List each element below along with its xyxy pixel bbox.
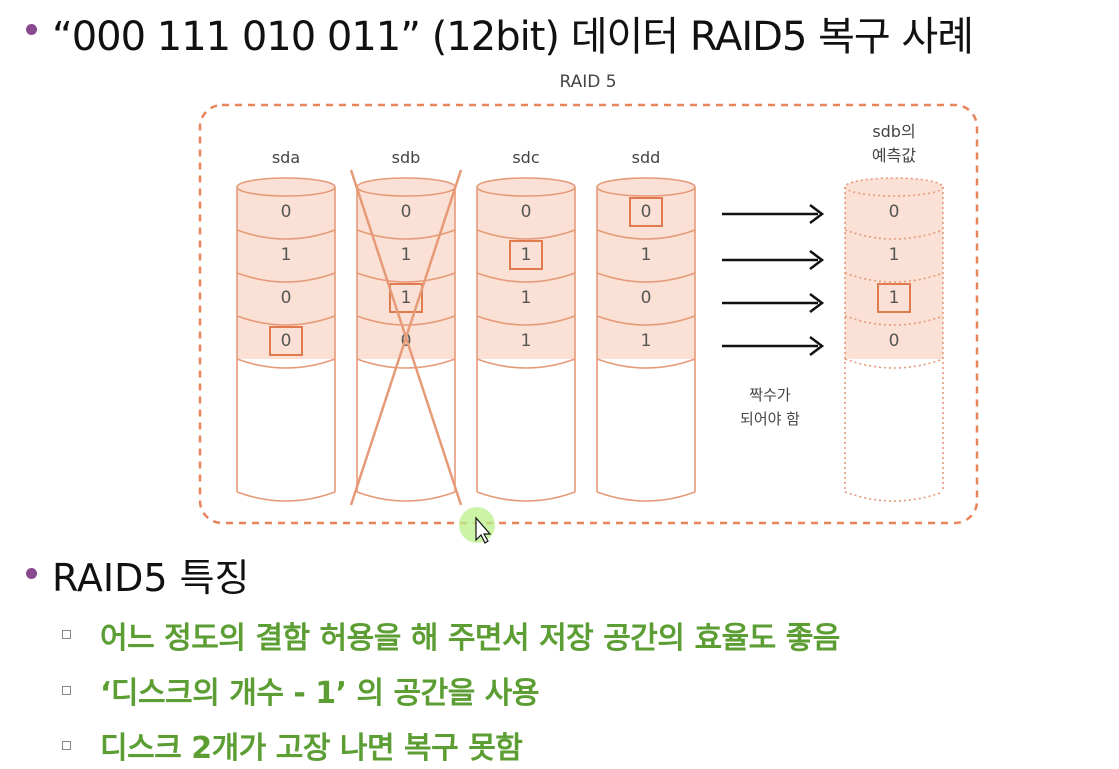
recovery-arrow-head — [809, 204, 825, 224]
title-bullet — [26, 24, 37, 35]
disk-segment-divider — [844, 272, 944, 283]
disk-segment-divider — [596, 358, 696, 369]
disk-bit: 0 — [401, 202, 412, 222]
disk-segment-divider — [476, 315, 576, 326]
features-bullet — [26, 568, 37, 579]
disk-bit: 1 — [641, 245, 652, 265]
disk-bit: 0 — [641, 202, 652, 222]
parity-note-line2: 되어야 함 — [740, 410, 800, 428]
failed-cross-line — [349, 169, 463, 506]
raid-label: RAID 5 — [559, 72, 616, 92]
disk-bit: 1 — [401, 288, 412, 308]
feature-marker-1 — [62, 630, 71, 639]
disk-segment-divider — [356, 358, 456, 369]
feature-marker-3 — [62, 741, 71, 750]
disk-segment-divider — [476, 358, 576, 369]
disk-segment-divider — [596, 272, 696, 283]
disk-data-fill — [845, 187, 943, 359]
disk-label: sdb의 — [872, 122, 915, 141]
raid-border — [198, 103, 979, 525]
disk-data-fill — [597, 187, 695, 359]
disk-label: sda — [272, 148, 300, 167]
disk-segment-divider — [844, 229, 944, 240]
disk-segment-divider — [236, 272, 336, 283]
slide-title: “000 111 010 011” (12bit) 데이터 RAID5 복구 사… — [52, 14, 974, 60]
disk-bit: 0 — [281, 331, 292, 351]
disk-segment-divider — [476, 272, 576, 283]
disk-top — [236, 177, 336, 197]
disk-bit: 1 — [641, 331, 652, 351]
disk-bit: 1 — [521, 288, 532, 308]
disk-data-fill — [477, 187, 575, 359]
disk-segment-divider — [476, 229, 576, 240]
disk-bottom — [476, 491, 576, 502]
disk-segment-divider — [356, 229, 456, 240]
disk-bit: 1 — [401, 245, 412, 265]
disk-bit: 1 — [281, 245, 292, 265]
disk-label: sdc — [512, 148, 539, 167]
disk-sdc: 0 1 1 1 sdc — [476, 148, 576, 502]
disk-top — [356, 177, 456, 197]
recovery-arrow-head — [809, 250, 825, 270]
disk-top — [844, 177, 944, 197]
disk-bit: 0 — [641, 288, 652, 308]
disk-segment-divider — [844, 358, 944, 369]
parity-box — [509, 240, 543, 270]
disk-bit: 0 — [521, 202, 532, 222]
parity-note-line1: 짝수가 — [749, 386, 791, 404]
cursor-icon — [475, 516, 492, 544]
disk-label: 예측값 — [872, 146, 916, 165]
parity-box — [629, 197, 663, 227]
disk-segment-divider — [356, 315, 456, 326]
disk-data-fill — [357, 187, 455, 359]
disk-sda: 0 1 0 0 sda — [236, 148, 336, 502]
disk-sdd: 0 1 0 1 sdd — [596, 148, 696, 502]
recovery-arrow-head — [809, 293, 825, 313]
disk-segment-divider — [236, 229, 336, 240]
disk-top — [476, 177, 576, 197]
parity-box — [389, 283, 423, 313]
feature-marker-2 — [62, 686, 71, 695]
disk-bit: 1 — [521, 245, 532, 265]
disk-bottom — [596, 491, 696, 502]
disk-bit: 1 — [521, 331, 532, 351]
feature-item-2: ‘디스크의 개수 - 1’ 의 공간을 사용 — [100, 676, 539, 711]
disk-bottom — [356, 491, 456, 502]
recovery-arrow-head — [809, 336, 825, 356]
disk-bottom — [236, 491, 336, 502]
disk-bit: 0 — [281, 288, 292, 308]
raid5-diagram: RAID 5 0100sda0110sdb0111sdc0101sdd0110s… — [198, 72, 979, 544]
disk-label: sdb — [392, 148, 421, 167]
disk-segment-divider — [596, 315, 696, 326]
disk-segment-divider — [236, 315, 336, 326]
disk-label: sdd — [632, 148, 661, 167]
disk-bit: 1 — [889, 288, 900, 308]
disk-segment-divider — [844, 315, 944, 326]
disk-bit: 0 — [889, 331, 900, 351]
disk-bit: 0 — [889, 202, 900, 222]
parity-box — [269, 326, 303, 356]
disk-top — [596, 177, 696, 197]
feature-item-1: 어느 정도의 결함 허용을 해 주면서 저장 공간의 효율도 좋음 — [100, 621, 840, 656]
disk-segment-divider — [356, 272, 456, 283]
parity-box — [877, 283, 911, 313]
disk-segment-divider — [596, 229, 696, 240]
disk-bit: 1 — [889, 245, 900, 265]
features-heading: RAID5 특징 — [52, 556, 250, 600]
disk-segment-divider — [236, 358, 336, 369]
feature-item-3: 디스크 2개가 고장 나면 복구 못함 — [100, 731, 523, 766]
disk-data-fill — [237, 187, 335, 359]
disk-bit: 0 — [281, 202, 292, 222]
disk-bottom — [844, 491, 944, 502]
